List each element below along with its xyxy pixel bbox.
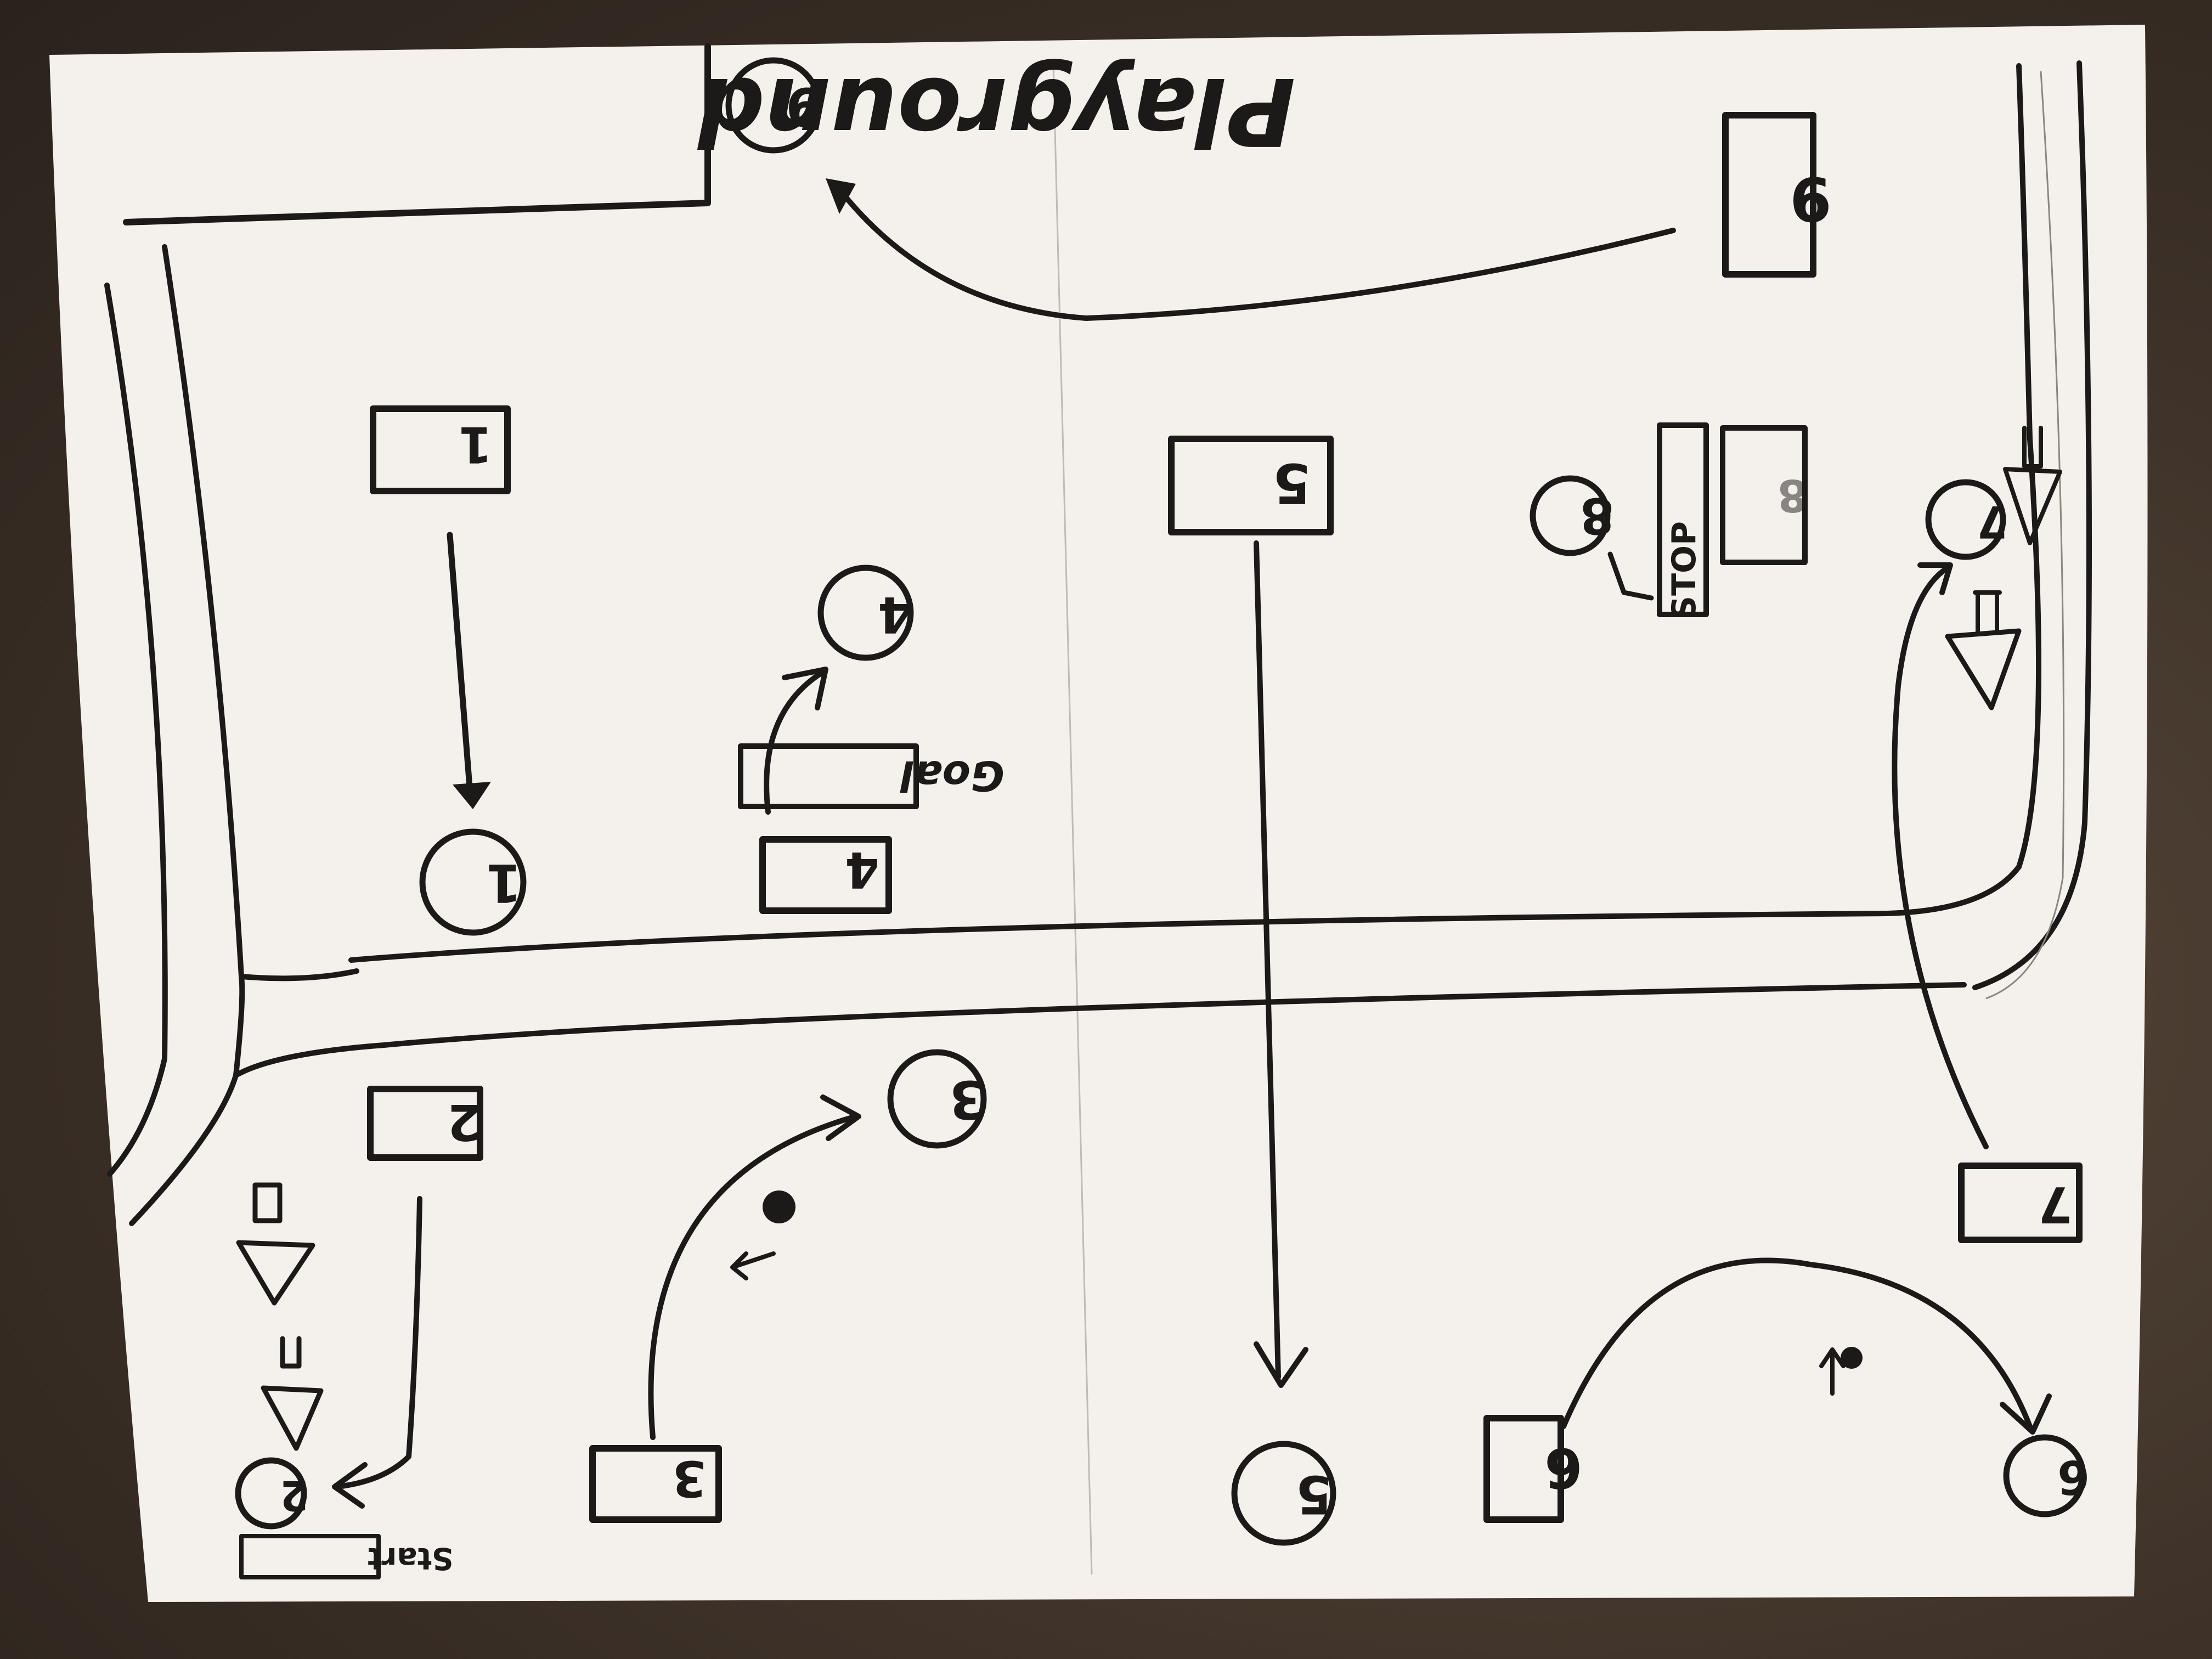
stop-4-label: 4 (878, 585, 912, 643)
start-label: Start (368, 1541, 453, 1576)
stop-sign-post (1657, 422, 1709, 617)
stop-sign-letters: STOP (1665, 521, 1703, 619)
sign-4-label: 4 (845, 840, 879, 898)
arrow-4 (764, 669, 826, 815)
sign-4 (759, 836, 892, 914)
route-7: 7 7 (1892, 426, 2083, 1243)
stop-7-label: 7 (1977, 496, 2007, 547)
ball-marker (763, 1190, 795, 1223)
start-marker (239, 1534, 381, 1579)
route-8: STOP 8 8 (1530, 422, 1808, 619)
paper-sheet (49, 25, 2148, 1602)
sign-2-label: 2 (447, 1093, 482, 1150)
goal-marker (738, 743, 919, 809)
stop-8 (1530, 475, 1611, 556)
route-3: 3 3 (589, 1049, 987, 1523)
sign-2 (367, 1086, 483, 1161)
sign-8-label: 8 (1778, 470, 1808, 521)
sign-7 (1958, 1163, 2083, 1243)
arrow-7 (1892, 565, 1989, 1149)
route-2: 2 2 Start (235, 1086, 483, 1579)
route-5: 5 5 (1168, 436, 1336, 1546)
stop-4 (817, 565, 914, 661)
stop-9 (725, 57, 822, 154)
sign-5 (1168, 436, 1334, 535)
stop-8-label: 8 (1580, 487, 1615, 544)
stop-9-label: 9 (786, 76, 822, 136)
arrow-1 (447, 532, 474, 804)
sign-1-label: 1 (458, 415, 493, 473)
sign-9-label: 9 (1790, 163, 1832, 234)
triangle-marker (1945, 628, 2022, 710)
stop-3 (887, 1049, 987, 1149)
stop-2 (235, 1457, 307, 1530)
route-1: 1 1 (370, 405, 527, 936)
stop-5-label: 5 (1296, 1464, 1332, 1524)
sign-6-label: 6 (1544, 1436, 1583, 1500)
arrow-3 (648, 1114, 859, 1440)
stop-3-label: 3 (949, 1069, 985, 1129)
sign-5-label: 5 (1273, 451, 1311, 515)
route-6: 6 6 (1483, 1257, 2090, 1523)
stop-1-label: 1 (486, 852, 522, 912)
sign-8 (1720, 425, 1808, 565)
stop-6 (2003, 1434, 2086, 1517)
stop-2-label: 2 (280, 1471, 308, 1520)
sign-6 (1483, 1415, 1564, 1523)
sign-3-label: 3 (672, 1449, 707, 1507)
arrow-2 (335, 1196, 422, 1489)
arrow-5 (1254, 540, 1281, 1380)
stop-6-label: 6 (2057, 1449, 2090, 1504)
sign-7-label: 7 (2038, 1175, 2073, 1233)
stop-7 (1925, 479, 2006, 560)
route-9: 9 9 (725, 57, 1832, 321)
route-4: 4 Goal 4 (738, 565, 1005, 914)
arrow-6 (1561, 1257, 2033, 1429)
sign-9 (1722, 112, 1816, 278)
goal-label: Goal (900, 752, 1005, 800)
sign-3 (589, 1445, 722, 1523)
stop-1 (419, 828, 527, 936)
arrow-9 (837, 187, 1676, 321)
stop-5 (1231, 1441, 1336, 1546)
sign-1 (370, 405, 511, 494)
